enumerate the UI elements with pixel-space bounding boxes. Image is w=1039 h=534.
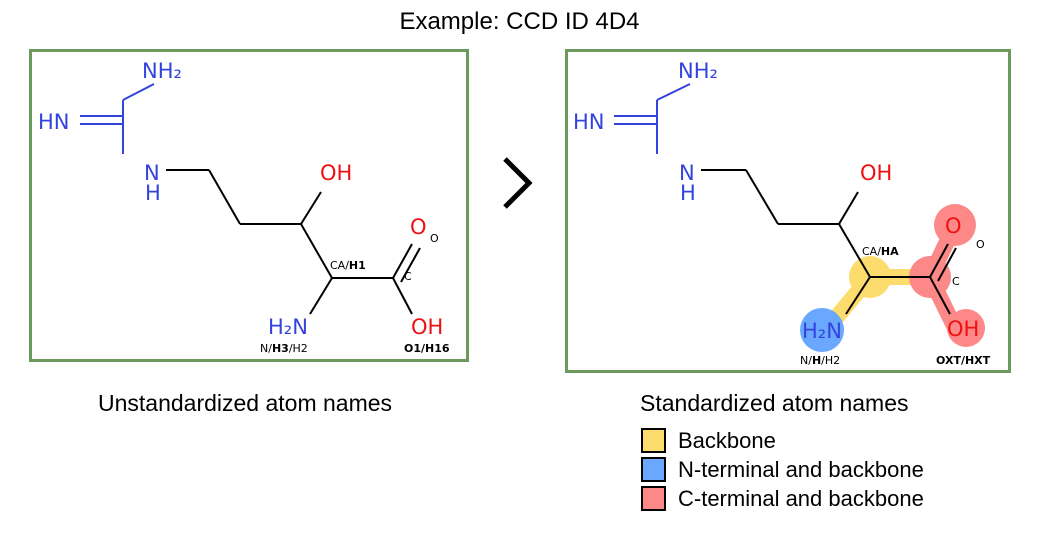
legend-swatch [641, 486, 666, 511]
side-oh-atom: OH [320, 161, 352, 185]
chevron-right-icon [503, 157, 533, 209]
hn-atom: HN [38, 110, 70, 134]
o-name-label: O [976, 238, 985, 251]
h-atom: H [145, 181, 161, 205]
standardized-panel: NH₂ HN N H OH O O C CA/HA OH H₂N N/H/H2 … [565, 49, 1011, 373]
legend-swatch [641, 428, 666, 453]
o-highlight [934, 204, 976, 246]
nh2-atom: NH₂ [678, 59, 718, 83]
bond-lines [614, 83, 957, 315]
oxt-name-label: OXT/HXT [936, 354, 991, 367]
c-name-label: C [952, 275, 960, 288]
n-name-label: N/H/H2 [800, 354, 840, 367]
unstandardized-panel: NH₂ HN N H OH O O C CA/H1 OH H₂N N/H3/H2… [29, 49, 469, 362]
terminal-oh-atom: OH [411, 315, 443, 339]
unstandardized-molecule: NH₂ HN N H OH O O C CA/H1 OH H₂N N/H3/H2… [38, 59, 450, 355]
highlight-legend: Backbone N-terminal and backbone C-termi… [641, 426, 924, 513]
carbonyl-o-atom: O [410, 215, 427, 239]
n-atom: N [144, 161, 160, 185]
n-atom: N [679, 161, 695, 185]
nh2-atom: NH₂ [142, 59, 182, 83]
amine-h2n-atom: H₂N [268, 315, 308, 339]
legend-item-backbone: Backbone [641, 426, 924, 455]
ca-name-label: CA/HA [862, 245, 899, 258]
bond-lines [80, 83, 421, 315]
legend-item-c-terminal: C-terminal and backbone [641, 484, 924, 513]
amine-h2n-atom: H₂N [802, 319, 842, 343]
o-name-label: O [430, 232, 439, 245]
legend-label: N-terminal and backbone [678, 456, 924, 482]
legend-label: C-terminal and backbone [678, 485, 924, 511]
legend-label: Backbone [678, 427, 776, 453]
hn-atom: HN [573, 110, 605, 134]
legend-swatch [641, 457, 666, 482]
n-name-label: N/H3/H2 [260, 342, 308, 355]
standardized-caption: Standardized atom names [640, 390, 909, 416]
n-highlight [800, 308, 844, 352]
side-oh-atom: OH [860, 161, 892, 185]
oxt-highlight [947, 309, 985, 347]
o1-name-label: O1/H16 [404, 342, 450, 355]
terminal-oh-atom: OH [947, 317, 979, 341]
ca-name-label: CA/H1 [330, 259, 366, 272]
carbonyl-o-atom: O [945, 214, 962, 238]
standardized-molecule: NH₂ HN N H OH O O C CA/HA OH H₂N N/H/H2 … [573, 59, 991, 367]
legend-item-n-terminal: N-terminal and backbone [641, 455, 924, 484]
unstandardized-caption: Unstandardized atom names [98, 390, 393, 416]
figure-title: Example: CCD ID 4D4 [399, 8, 640, 35]
h-atom: H [680, 181, 696, 205]
c-name-label: C [404, 270, 412, 283]
